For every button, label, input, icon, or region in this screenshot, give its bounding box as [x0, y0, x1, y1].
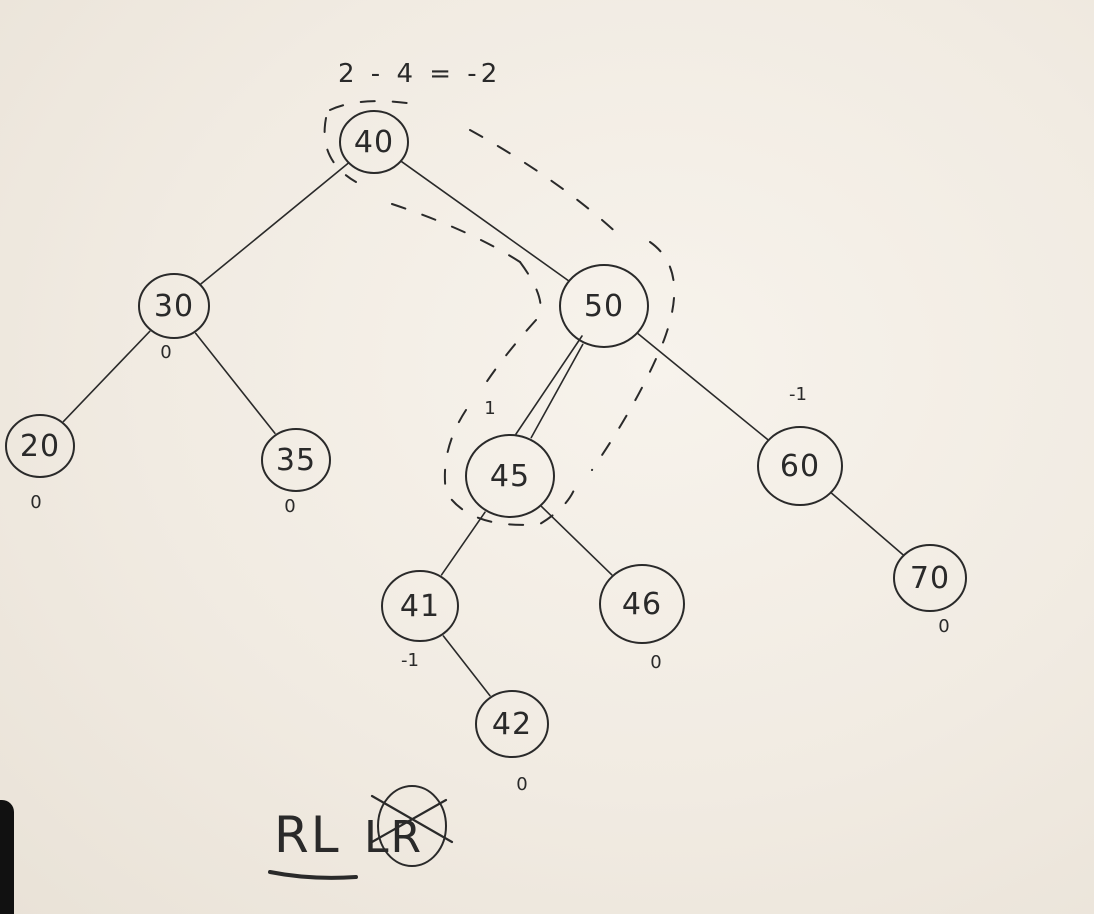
cross-out-mark	[370, 794, 454, 844]
tree-node-50: 50	[559, 264, 649, 348]
node-key: 35	[276, 443, 316, 478]
node-circle	[339, 110, 409, 174]
balance-factor: 0	[650, 652, 661, 673]
node-key: 45	[490, 459, 530, 494]
cross-out-circle	[377, 785, 447, 867]
edge-30-20	[62, 330, 151, 423]
presenter-hand	[0, 800, 14, 914]
node-circle	[5, 414, 75, 478]
tree-edges	[62, 160, 904, 697]
tree-node-35: 35 0	[261, 428, 331, 517]
node-key: 60	[780, 449, 820, 484]
node-key: 42	[492, 707, 532, 742]
rotation-underline	[268, 870, 358, 880]
edge-45-41	[440, 511, 486, 576]
edge-60-70	[830, 492, 904, 556]
edge-50-60	[637, 332, 769, 441]
edge-40-50	[400, 160, 570, 282]
highlight-dash-6	[591, 241, 676, 471]
tree-node-60: 60 -1	[757, 384, 843, 506]
edge-45-46	[540, 505, 613, 576]
balance-factor: 1	[484, 398, 495, 419]
balance-factor: -1	[401, 650, 419, 671]
node-circle	[381, 570, 459, 642]
tree-node-41: 41 -1	[381, 570, 459, 671]
balance-factor: -1	[789, 384, 807, 405]
tree-nodes: 40 30 0 50 20 0 35 0 45 1 60 -1 41 -1 46 0 70 0 42 0	[5, 110, 967, 795]
balance-factor: 0	[516, 774, 527, 795]
edge-41-42	[442, 635, 491, 697]
tree-node-46: 46 0	[599, 564, 685, 673]
node-key: 70	[910, 561, 950, 596]
node-circle	[599, 564, 685, 644]
balance-factor: 0	[284, 496, 295, 517]
node-key: 30	[154, 289, 194, 324]
node-circle	[475, 690, 549, 758]
highlight-dash-4	[391, 203, 521, 263]
tree-node-42: 42 0	[475, 690, 549, 795]
edge-50-45-overstroke	[515, 335, 583, 435]
node-key: 40	[354, 125, 394, 160]
balance-factor-formula: 2 - 4 = -2	[338, 59, 501, 89]
highlight-dash-5	[519, 261, 542, 319]
tree-node-40: 40	[339, 110, 409, 174]
balance-factor: 0	[160, 342, 171, 363]
node-circle	[559, 264, 649, 348]
node-key: 20	[20, 429, 60, 464]
highlight-dash-2	[329, 100, 415, 111]
edge-30-35	[194, 332, 276, 435]
tree-node-45: 45 1	[465, 398, 555, 518]
node-key: 46	[622, 587, 662, 622]
rotation-highlight-dashes	[323, 100, 676, 526]
node-key: 41	[400, 589, 440, 624]
edge-40-30	[200, 162, 349, 285]
node-circle	[757, 426, 843, 506]
node-circle	[138, 273, 210, 339]
balance-factor: 0	[938, 616, 949, 637]
tree-node-30: 30 0	[138, 273, 210, 363]
balance-factor: 0	[30, 492, 41, 513]
highlight-dash-7	[479, 319, 537, 393]
tree-node-70: 70 0	[893, 544, 967, 637]
node-circle	[261, 428, 331, 492]
node-circle	[465, 434, 555, 518]
highlight-dash-1	[323, 117, 357, 183]
rotation-type-label: RL	[274, 806, 341, 864]
highlight-dash-8	[443, 409, 575, 526]
highlight-dash-3	[469, 129, 621, 237]
rotation-annotation: RL LR	[268, 785, 454, 880]
tree-node-20: 20 0	[5, 414, 75, 513]
edge-50-45	[530, 343, 584, 439]
node-key: 50	[584, 289, 624, 324]
node-circle	[893, 544, 967, 612]
